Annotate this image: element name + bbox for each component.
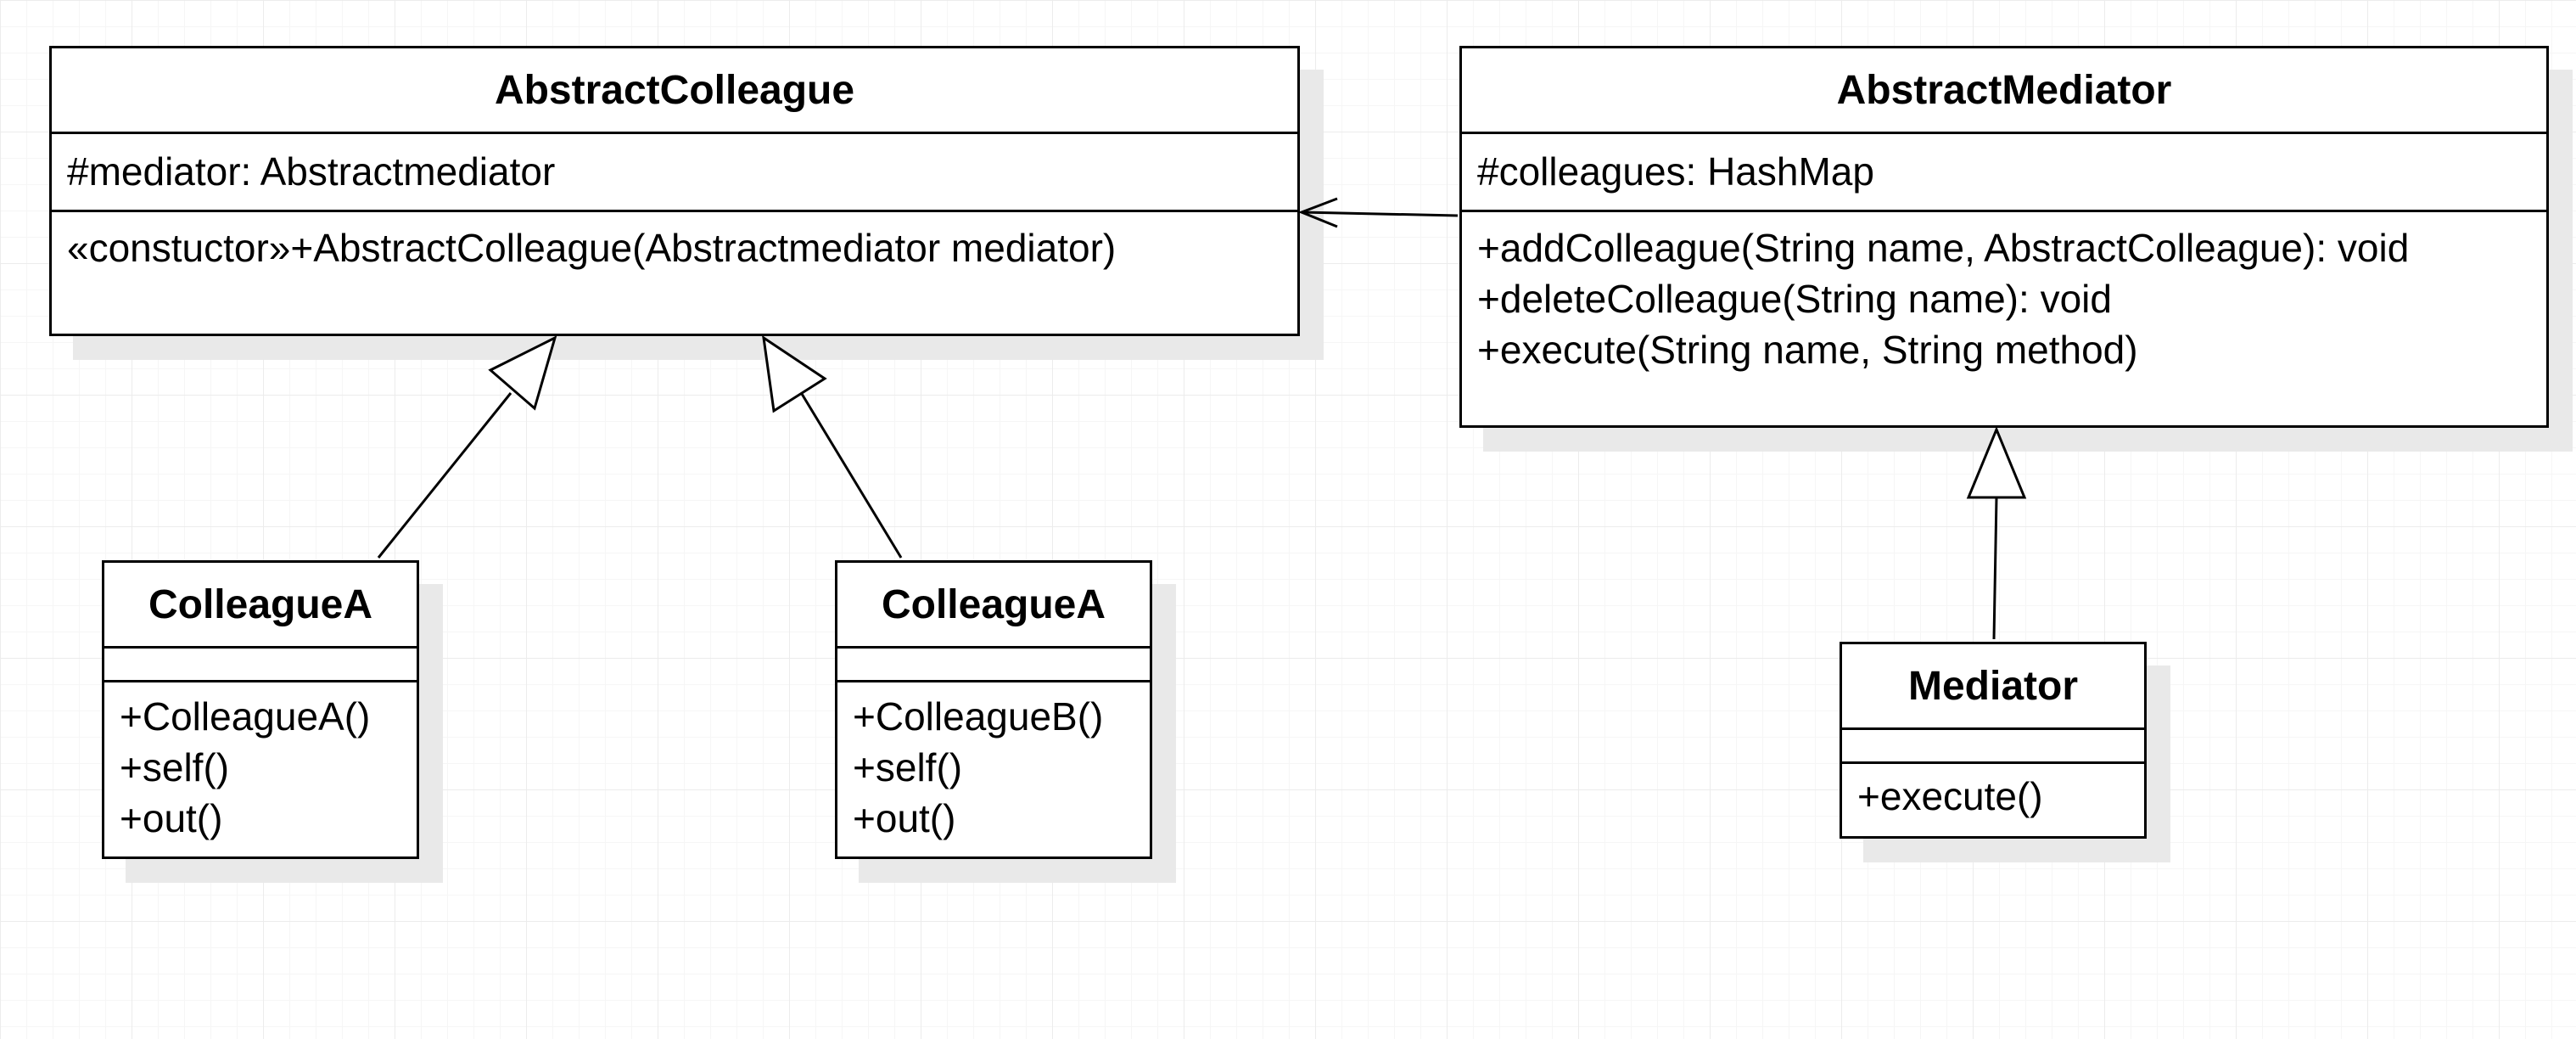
operation: «constuctor»+AbstractColleague(Abstractm… <box>67 226 1117 270</box>
class-abstract-mediator[interactable]: AbstractMediator #colleagues: HashMap +a… <box>1459 46 2549 428</box>
operation: +out() <box>853 796 956 840</box>
class-attributes <box>104 649 417 682</box>
class-operations: +addColleague(String name, AbstractColle… <box>1462 212 2546 425</box>
operation: +ColleagueB() <box>853 694 1104 739</box>
attribute: #mediator: Abstractmediator <box>67 149 556 194</box>
operation: +self() <box>853 745 963 789</box>
operation: +deleteColleague(String name): void <box>1477 277 2112 321</box>
class-operations: «constuctor»+AbstractColleague(Abstractm… <box>52 212 1297 334</box>
generalization-mediator[interactable] <box>1966 426 2027 640</box>
class-name: Mediator <box>1842 644 2144 730</box>
operation: +execute() <box>1857 774 2043 818</box>
operation: +self() <box>120 745 230 789</box>
class-name: AbstractMediator <box>1462 48 2546 134</box>
class-mediator[interactable]: Mediator +execute() <box>1840 642 2147 839</box>
class-attributes <box>837 649 1150 682</box>
class-attributes: #mediator: Abstractmediator <box>52 134 1297 212</box>
operation: +execute(String name, String method) <box>1477 328 2138 372</box>
operation: +ColleagueA() <box>120 694 371 739</box>
class-operations: +ColleagueA() +self() +out() <box>104 682 417 856</box>
generalization-colleague-a-left[interactable] <box>377 335 557 559</box>
class-colleague-a-left[interactable]: ColleagueA +ColleagueA() +self() +out() <box>102 560 419 859</box>
association-mediator-to-colleague[interactable] <box>1297 197 1459 228</box>
operation: +out() <box>120 796 223 840</box>
class-abstract-colleague[interactable]: AbstractColleague #mediator: Abstractmed… <box>49 46 1300 336</box>
class-attributes <box>1842 730 2144 764</box>
class-attributes: #colleagues: HashMap <box>1462 134 2546 212</box>
class-name: ColleagueA <box>837 563 1150 649</box>
class-operations: +ColleagueB() +self() +out() <box>837 682 1150 856</box>
operation: +addColleague(String name, AbstractColle… <box>1477 226 2410 270</box>
class-colleague-a-right[interactable]: ColleagueA +ColleagueB() +self() +out() <box>835 560 1152 859</box>
class-operations: +execute() <box>1842 764 2144 836</box>
class-name: AbstractColleague <box>52 48 1297 134</box>
class-name: ColleagueA <box>104 563 417 649</box>
generalization-colleague-a-right[interactable] <box>762 334 903 559</box>
attribute: #colleagues: HashMap <box>1477 149 1874 194</box>
